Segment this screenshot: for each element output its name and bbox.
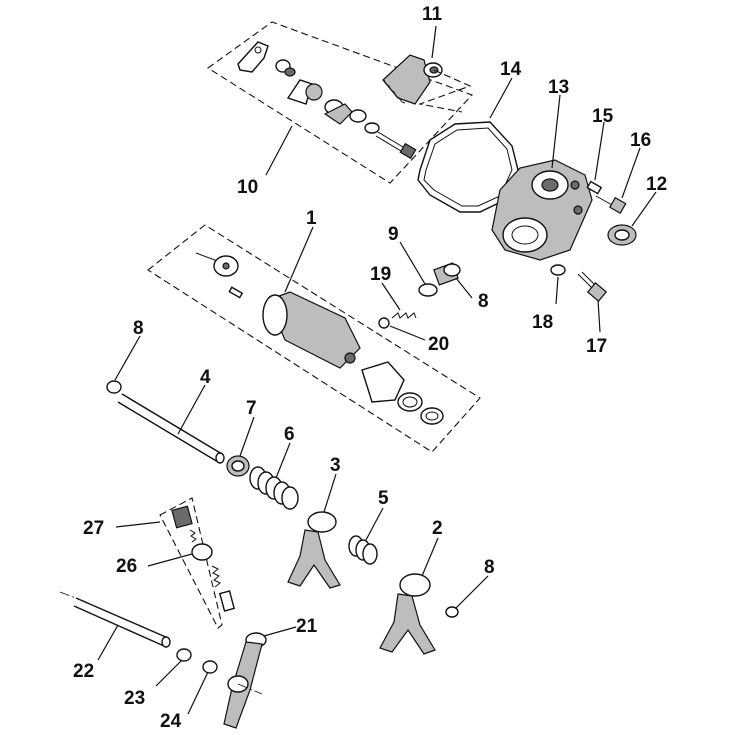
part-8-circlip-bottom xyxy=(445,606,459,618)
callout-3: 3 xyxy=(330,455,341,476)
callout-2: 2 xyxy=(432,518,443,539)
callout-22: 21 xyxy=(296,616,318,637)
part-25-washer xyxy=(202,660,218,674)
assembly-box-1 xyxy=(147,224,481,453)
callout-23: 22 xyxy=(73,661,94,682)
part-19-collar xyxy=(550,264,566,276)
callout-10: 9 xyxy=(388,224,399,245)
callout-7: 7 xyxy=(246,398,257,419)
part-23-guide-bar xyxy=(59,591,171,648)
part-1-shift-motor xyxy=(195,252,444,425)
part-3-shift-fork xyxy=(287,511,341,589)
part-24-circlip xyxy=(176,648,192,662)
callout-8-top: 8 xyxy=(133,318,144,339)
callout-labels: 11 14 13 15 16 12 10 1 9 8 19 20 18 17 8… xyxy=(73,4,667,732)
part-26-spring xyxy=(211,565,221,588)
callout-15: 14 xyxy=(500,59,522,80)
callout-20: 19 xyxy=(370,264,391,285)
callout-5: 5 xyxy=(378,488,389,509)
part-11-shift-lever-group xyxy=(237,41,417,160)
part-13-oil-seal xyxy=(607,224,637,246)
part-27-stopper-group xyxy=(171,505,197,543)
callout-8-bottom: 8 xyxy=(484,557,495,578)
callout-6: 6 xyxy=(284,424,295,445)
callout-18: 17 xyxy=(586,336,607,357)
part-20-spring xyxy=(391,312,417,319)
callout-25: 24 xyxy=(160,711,182,732)
callout-26: 26 xyxy=(116,556,137,577)
part-12-gear-sector xyxy=(382,54,472,113)
part-16-dowel xyxy=(586,180,603,195)
part-2-shift-fork xyxy=(379,573,436,655)
part-4-shift-fork-shaft xyxy=(117,393,225,464)
part-5-spring xyxy=(348,535,378,565)
callout-4: 4 xyxy=(200,367,211,388)
callout-27: 27 xyxy=(83,518,104,539)
part-26-pin xyxy=(218,590,236,612)
callout-16: 15 xyxy=(592,106,614,127)
part-18-bolt xyxy=(577,271,608,302)
assembly-box-27 xyxy=(159,497,223,629)
callout-14: 13 xyxy=(548,77,569,98)
part-26-washer xyxy=(191,543,213,561)
part-21-ball xyxy=(378,317,390,329)
part-17-bolt xyxy=(595,195,627,215)
callout-11: 10 xyxy=(237,177,258,198)
part-14-cover xyxy=(491,159,593,261)
callout-9: 8 xyxy=(478,291,489,312)
part-22-shift-lever xyxy=(223,632,267,729)
callout-17: 16 xyxy=(630,130,651,151)
callout-19: 18 xyxy=(532,312,553,333)
leader-lines xyxy=(97,25,657,715)
callout-24: 23 xyxy=(124,688,145,709)
part-8-circlip-top xyxy=(106,380,122,394)
part-9-plug xyxy=(433,262,461,286)
callout-13: 12 xyxy=(646,174,667,195)
callout-21: 20 xyxy=(428,334,449,355)
part-10-washer xyxy=(418,283,438,297)
callout-12: 11 xyxy=(422,4,443,25)
assembly-box-11 xyxy=(207,21,473,184)
part-6-spring xyxy=(249,466,299,510)
callout-1: 1 xyxy=(306,208,317,229)
